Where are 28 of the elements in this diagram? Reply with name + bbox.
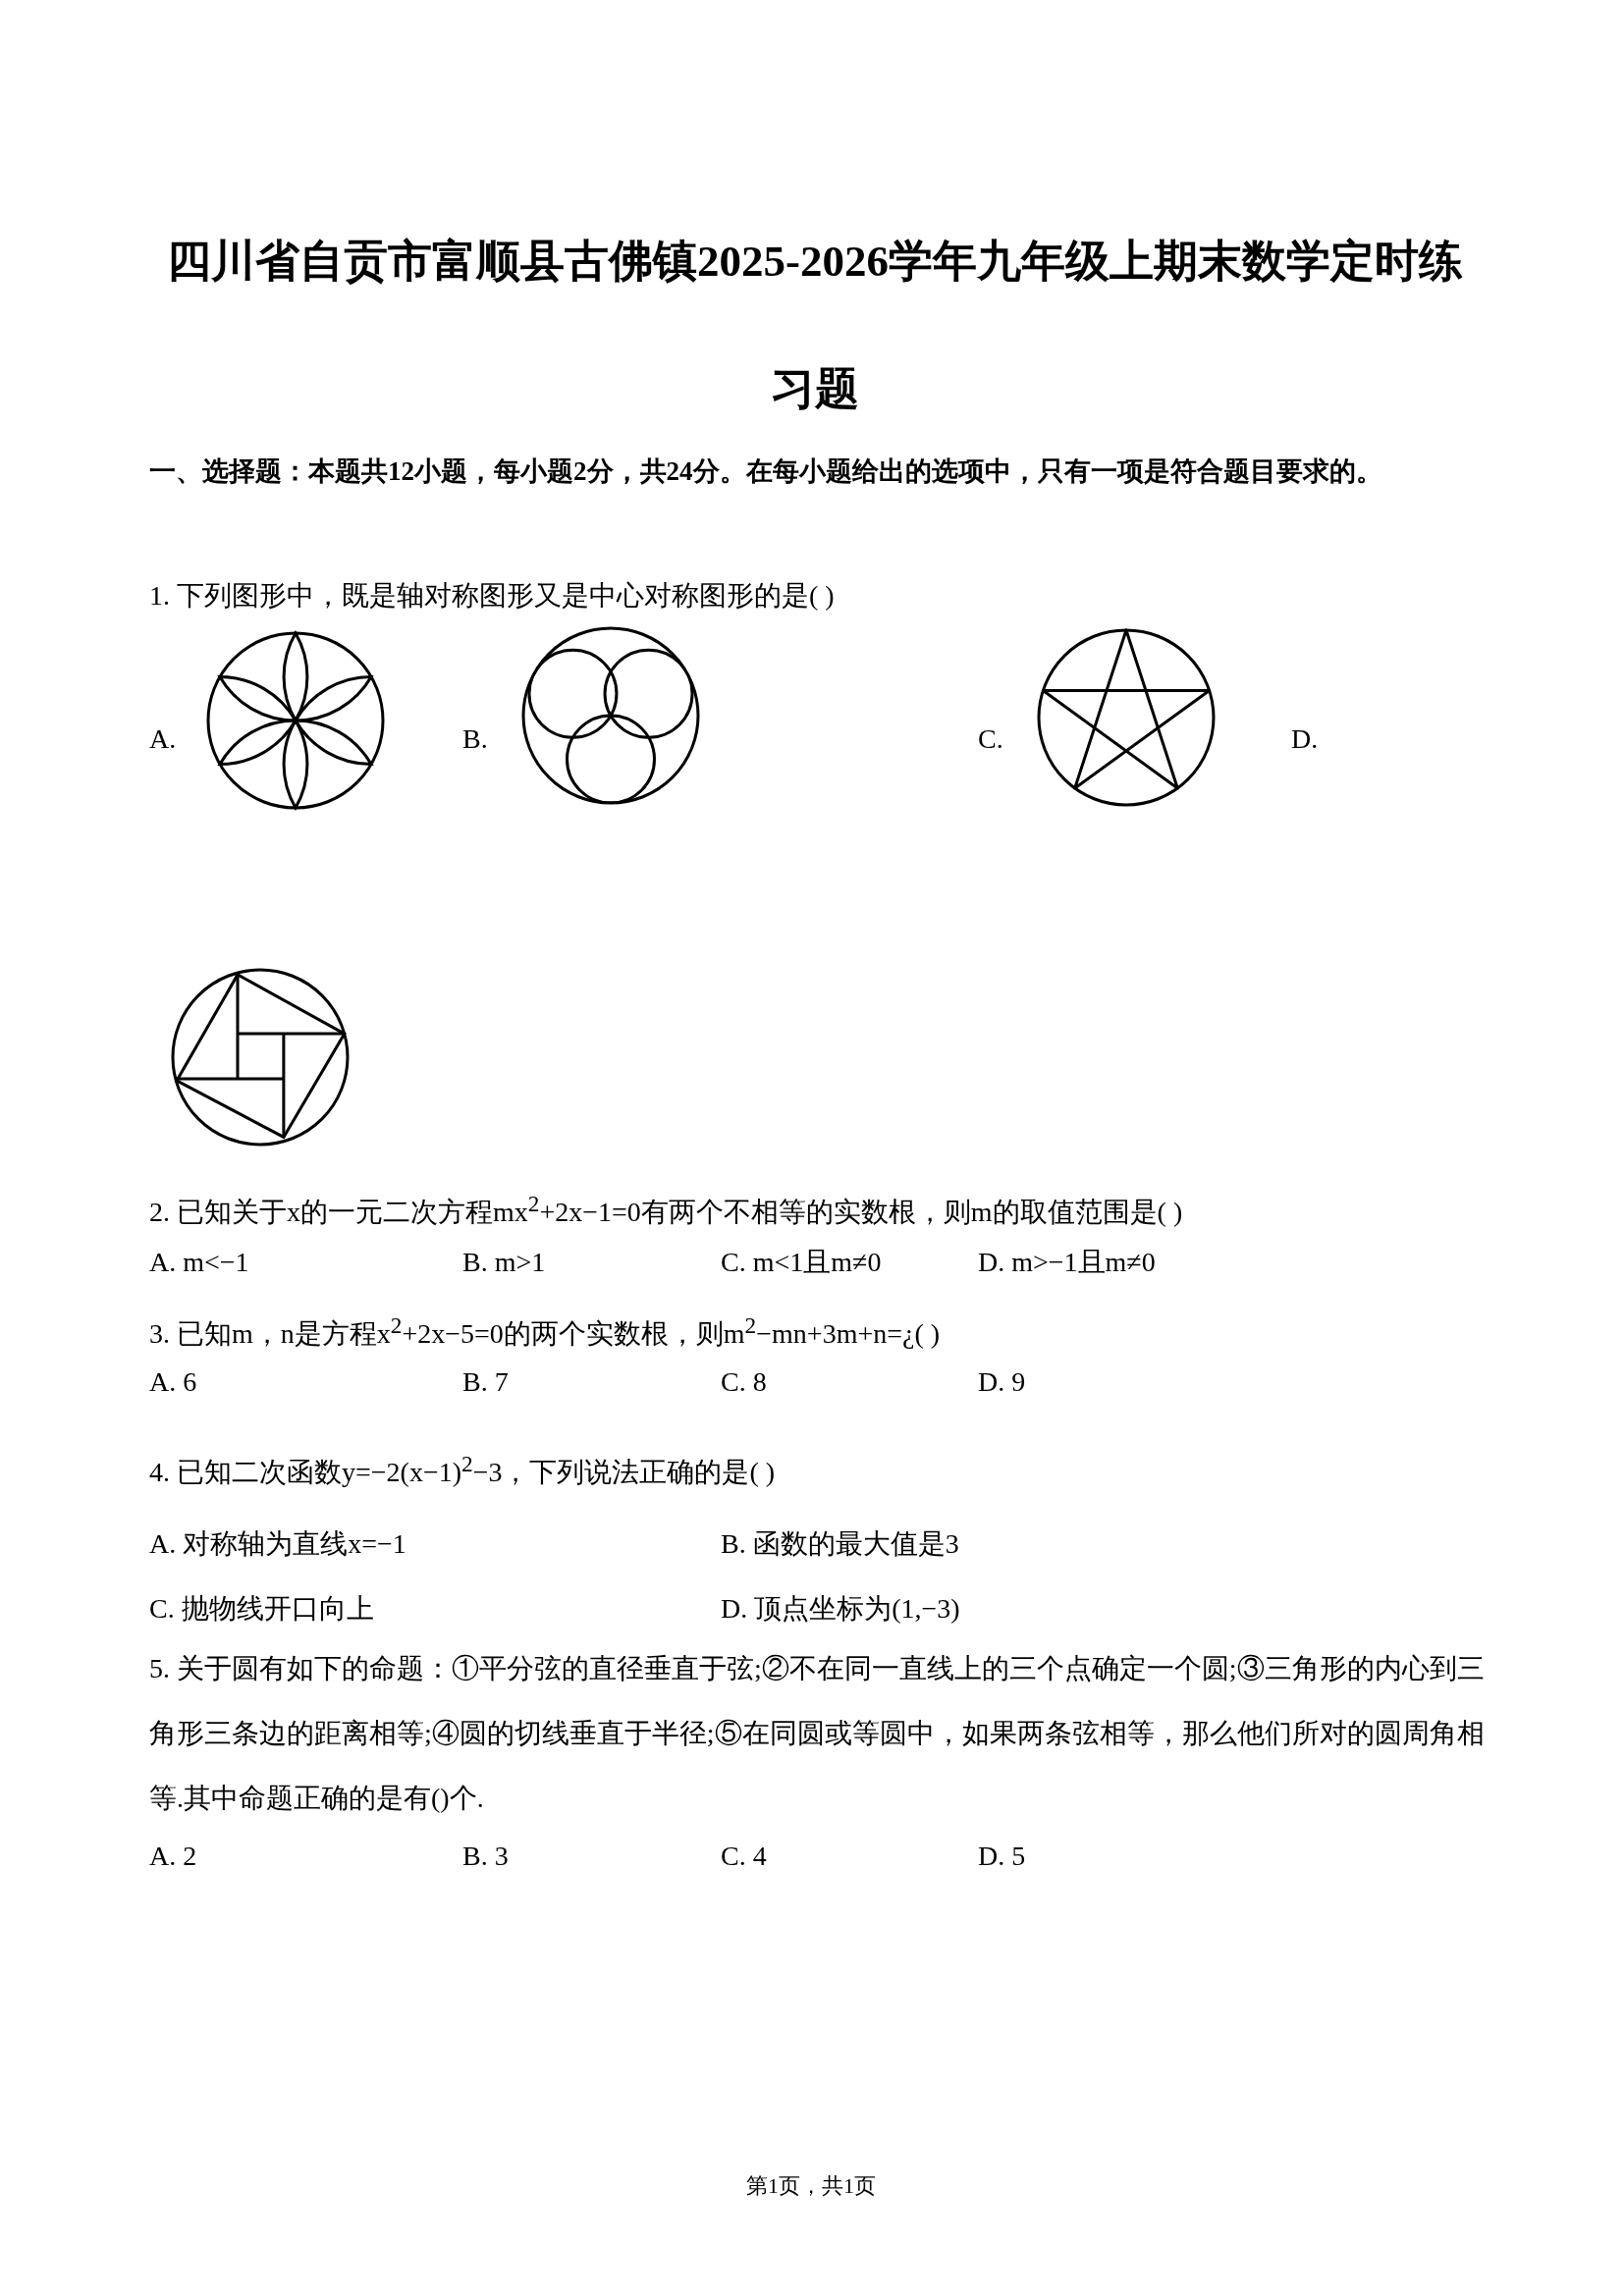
question-text: 1. 下列图形中，既是轴对称图形又是中心对称图形的是( ) <box>149 579 835 613</box>
option-text: A. <box>149 722 177 756</box>
option-text: A. 对称轴为直线x=−1 <box>149 1527 406 1561</box>
question-text: 3. 已知m，n是方程x$^{2}$+2x−5=0的两个实数根，则m$^{2}$−mn+3m+n=¿( ) <box>149 1311 941 1352</box>
option-text: C. 抛物线开口向上 <box>149 1592 374 1626</box>
section-heading: 一、选择题：本题共12小题，每小题2分，共24分。在每小题给出的选项中，只有一项是符合题目要求的。 <box>149 455 1383 488</box>
question-text: 5. 关于圆有如下的命题：①平分弦的直径垂直于弦;②不在同一直线上的三个点确定一个圆;③三角形的内心到三角形三条边的距离相等;④圆的切线垂直于半径;⑤在同圆或等圆中，如果两条弦相等，那么他们所对的圆周角相等.其中命题正确的是有()个. <box>149 1652 1486 1815</box>
option-text: A. 6 <box>149 1365 197 1399</box>
question-text: 4. 已知二次函数y=−2(x−1)$^{2}$−3，下列说法正确的是( ) <box>149 1450 776 1490</box>
option-text: B. 函数的最大值是3 <box>721 1527 959 1561</box>
page-footer: 第1页，共1页 <box>746 2171 876 2201</box>
option-text: D. <box>1291 722 1319 756</box>
option-text: A. 2 <box>149 1840 197 1873</box>
option-text: D. 顶点坐标为(1,−3) <box>721 1592 960 1626</box>
option-text: D. m>−1且m≠0 <box>978 1246 1156 1279</box>
option-text: B. <box>462 722 488 756</box>
option-text: C. 4 <box>721 1840 767 1873</box>
option-text: B. m>1 <box>462 1246 546 1279</box>
option-text: D. 9 <box>978 1365 1026 1399</box>
option-text: B. 3 <box>462 1840 509 1873</box>
option-text: C. 8 <box>721 1365 767 1399</box>
page-title: 四川省自贡市富顺县古佛镇2025-2026学年九年级上期末数学定时练习题 <box>166 236 1464 415</box>
option-text: A. m<−1 <box>149 1246 249 1279</box>
option-text: D. 5 <box>978 1840 1026 1873</box>
option-text: C. <box>978 722 1003 756</box>
option-text: C. m<1且m≠0 <box>721 1246 882 1279</box>
question-text: 2. 已知关于x的一元二次方程mx$^{2}$+2x−1=0有两个不相等的实数根，则m的取值范围是( ) <box>149 1190 1183 1230</box>
option-text: B. 7 <box>462 1365 509 1399</box>
